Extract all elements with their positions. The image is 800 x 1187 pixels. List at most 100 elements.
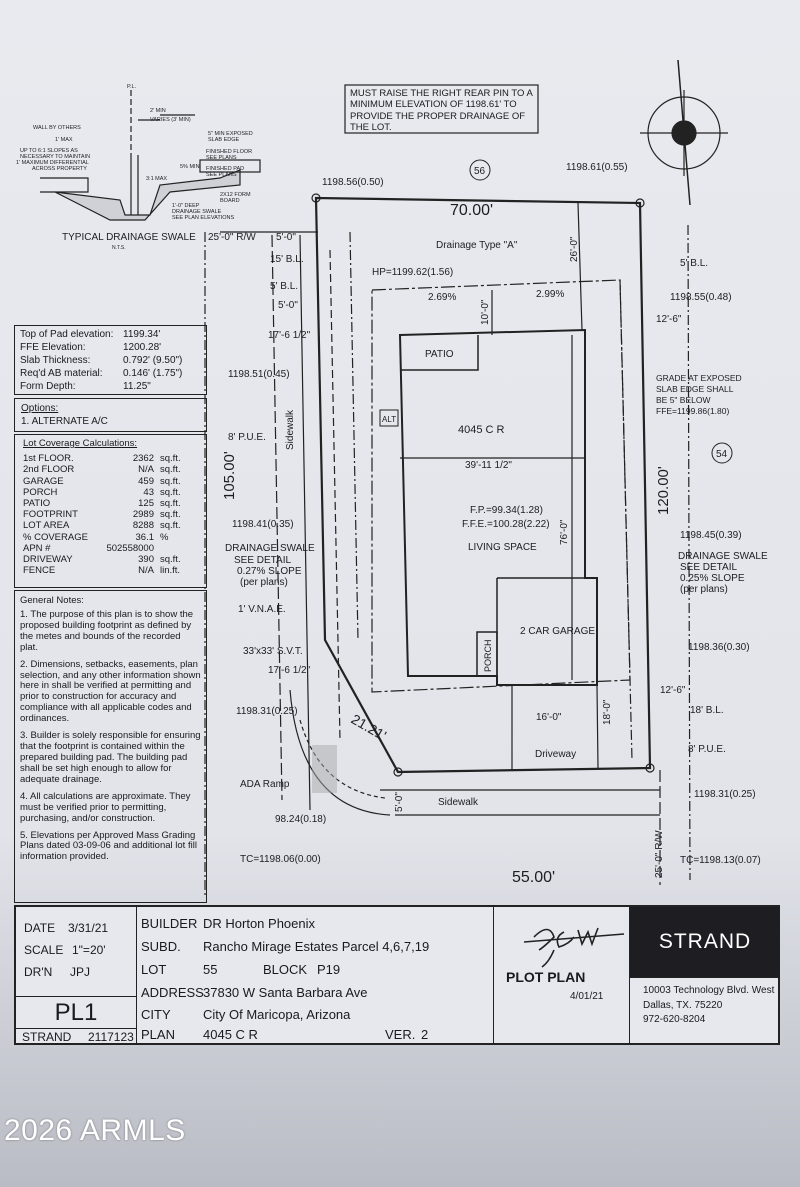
- svg-text:39'-11 1/2": 39'-11 1/2": [465, 460, 512, 471]
- plan-labels: 56 54 70.00' 55.00' 105.00' 120.00' 21.2…: [208, 159, 768, 886]
- watermark: 2026 ARMLS: [4, 1114, 186, 1147]
- svg-text:ACROSS PROPERTY: ACROSS PROPERTY: [32, 166, 87, 172]
- drainage-swale-detail: [40, 90, 261, 221]
- house-footprint: [398, 328, 598, 686]
- svg-text:HP=1199.62(1.56): HP=1199.62(1.56): [372, 267, 453, 278]
- svg-text:Driveway: Driveway: [535, 749, 576, 760]
- north-arrow-icon: [640, 59, 728, 206]
- svg-text:18'-0": 18'-0": [602, 699, 613, 725]
- svg-text:2.99%: 2.99%: [536, 289, 564, 300]
- svg-text:17'-6 1/2": 17'-6 1/2": [268, 665, 311, 676]
- svg-text:1198.36(0.30): 1198.36(0.30): [688, 642, 750, 653]
- dim-left: 105.00': [221, 451, 238, 500]
- svg-text:SEE DETAIL: SEE DETAIL: [680, 562, 737, 573]
- svg-text:SLAB EDGE: SLAB EDGE: [208, 137, 240, 143]
- svg-text:56: 56: [474, 166, 486, 177]
- svg-text:FINISHED FLOOR: FINISHED FLOOR: [206, 149, 252, 155]
- title-block: DATE 3/31/21 SCALE 1"=20' DR'N JPJ PL1 S…: [14, 905, 780, 1045]
- svg-text:1' V.N.A.E.: 1' V.N.A.E.: [238, 604, 286, 615]
- svg-text:1198.51(0.45): 1198.51(0.45): [228, 369, 290, 380]
- svg-text:54: 54: [716, 449, 728, 460]
- svg-text:(per plans): (per plans): [680, 584, 728, 595]
- svg-text:UP TO 6:1 SLOPES AS: UP TO 6:1 SLOPES AS: [20, 148, 78, 154]
- drainage-note: MUST RAISE THE RIGHT REAR PIN TO A MINIM…: [350, 88, 533, 134]
- svg-text:0.27% SLOPE: 0.27% SLOPE: [237, 566, 302, 577]
- svg-text:76'-0": 76'-0": [559, 519, 570, 545]
- svg-text:ALT: ALT: [382, 415, 396, 424]
- svg-text:Sidewalk: Sidewalk: [438, 797, 479, 808]
- svg-text:BOARD: BOARD: [220, 198, 240, 204]
- svg-text:0.25% SLOPE: 0.25% SLOPE: [680, 573, 745, 584]
- svg-text:FINISHED PAD: FINISHED PAD: [206, 166, 244, 172]
- svg-text:1' MAX: 1' MAX: [55, 137, 73, 143]
- svg-text:5'-0": 5'-0": [394, 792, 405, 812]
- svg-text:1198.31(0.25): 1198.31(0.25): [236, 706, 298, 717]
- svg-text:25'-0" R/W: 25'-0" R/W: [208, 232, 256, 243]
- company-logo: STRAND: [630, 907, 780, 977]
- detail-labels: P.L. 2' MIN VARIES (3' MIN) WALL BY OTHE…: [16, 84, 253, 221]
- svg-text:1198.41(0.35): 1198.41(0.35): [232, 519, 294, 530]
- svg-text:2' MIN: 2' MIN: [150, 108, 166, 114]
- svg-text:5' B.L.: 5' B.L.: [270, 281, 298, 292]
- svg-text:SLAB EDGE SHALL: SLAB EDGE SHALL: [656, 384, 734, 394]
- lot-boundary: [314, 196, 652, 774]
- svg-text:P.L.: P.L.: [127, 84, 137, 90]
- general-notes-box: General Notes: 1. The purpose of this pl…: [14, 590, 207, 903]
- svg-text:2.69%: 2.69%: [428, 292, 456, 303]
- svg-text:2 CAR GARAGE: 2 CAR GARAGE: [520, 626, 595, 637]
- svg-text:33'x33' S.V.T.: 33'x33' S.V.T.: [243, 646, 303, 657]
- svg-text:5'-0": 5'-0": [276, 232, 296, 243]
- svg-text:8' P.U.E.: 8' P.U.E.: [688, 744, 726, 755]
- svg-text:8' P.U.E.: 8' P.U.E.: [228, 432, 266, 443]
- svg-text:1'-0" DEEP: 1'-0" DEEP: [172, 203, 200, 209]
- svg-text:4045 C R: 4045 C R: [458, 424, 505, 436]
- svg-text:10'-0": 10'-0": [480, 299, 491, 325]
- svg-text:Sidewalk: Sidewalk: [285, 409, 296, 450]
- svg-text:F.F.E.=100.28(2.22): F.F.E.=100.28(2.22): [462, 519, 550, 530]
- svg-text:1' MAXIMUM DIFFERENTIAL: 1' MAXIMUM DIFFERENTIAL: [16, 160, 89, 166]
- svg-text:LIVING SPACE: LIVING SPACE: [468, 542, 537, 553]
- svg-text:1198.61(0.55): 1198.61(0.55): [566, 162, 628, 173]
- svg-text:ADA Ramp: ADA Ramp: [240, 779, 290, 790]
- svg-text:1198.55(0.48): 1198.55(0.48): [670, 292, 732, 303]
- svg-text:N.T.S.: N.T.S.: [112, 245, 126, 251]
- svg-text:SEE PLAN ELEVATIONS: SEE PLAN ELEVATIONS: [172, 215, 234, 221]
- svg-text:1198.45(0.39): 1198.45(0.39): [680, 530, 742, 541]
- svg-text:SEE PLANS: SEE PLANS: [206, 172, 237, 178]
- dim-right: 120.00': [655, 466, 672, 515]
- svg-text:(per plans): (per plans): [240, 577, 288, 588]
- pad-info-box: Top of Pad elevation:1199.34' FFE Elevat…: [14, 325, 207, 395]
- svg-text:18' B.L.: 18' B.L.: [690, 705, 724, 716]
- svg-text:21.21': 21.21': [349, 711, 390, 744]
- svg-text:NECESSARY TO MAINTAIN: NECESSARY TO MAINTAIN: [20, 154, 90, 160]
- svg-text:17'-6 1/2": 17'-6 1/2": [268, 330, 311, 341]
- svg-text:F.P.=99.34(1.28): F.P.=99.34(1.28): [470, 505, 543, 516]
- svg-text:GRADE AT EXPOSED: GRADE AT EXPOSED: [656, 373, 742, 383]
- svg-text:FFE=1199.86(1.80): FFE=1199.86(1.80): [656, 406, 729, 416]
- svg-text:5" MIN EXPOSED: 5" MIN EXPOSED: [208, 131, 253, 137]
- svg-text:1198.56(0.50): 1198.56(0.50): [322, 177, 384, 188]
- svg-text:25'-0" R/W: 25'-0" R/W: [654, 830, 665, 878]
- svg-text:16'-0": 16'-0": [536, 712, 562, 723]
- svg-text:5'-0": 5'-0": [278, 300, 298, 311]
- detail-title: TYPICAL DRAINAGE SWALE: [62, 232, 196, 243]
- svg-text:12'-6": 12'-6": [660, 685, 686, 696]
- svg-text:12'-6": 12'-6": [656, 314, 682, 325]
- dim-bottom: 55.00': [512, 869, 555, 886]
- svg-text:Drainage Type "A": Drainage Type "A": [436, 240, 518, 251]
- svg-text:2X12 FORM: 2X12 FORM: [220, 192, 251, 198]
- svg-text:WALL BY OTHERS: WALL BY OTHERS: [33, 125, 81, 131]
- signature-icon: [523, 927, 625, 968]
- lot-coverage-box: Lot Coverage Calculations: 1st FLOOR.236…: [14, 434, 207, 588]
